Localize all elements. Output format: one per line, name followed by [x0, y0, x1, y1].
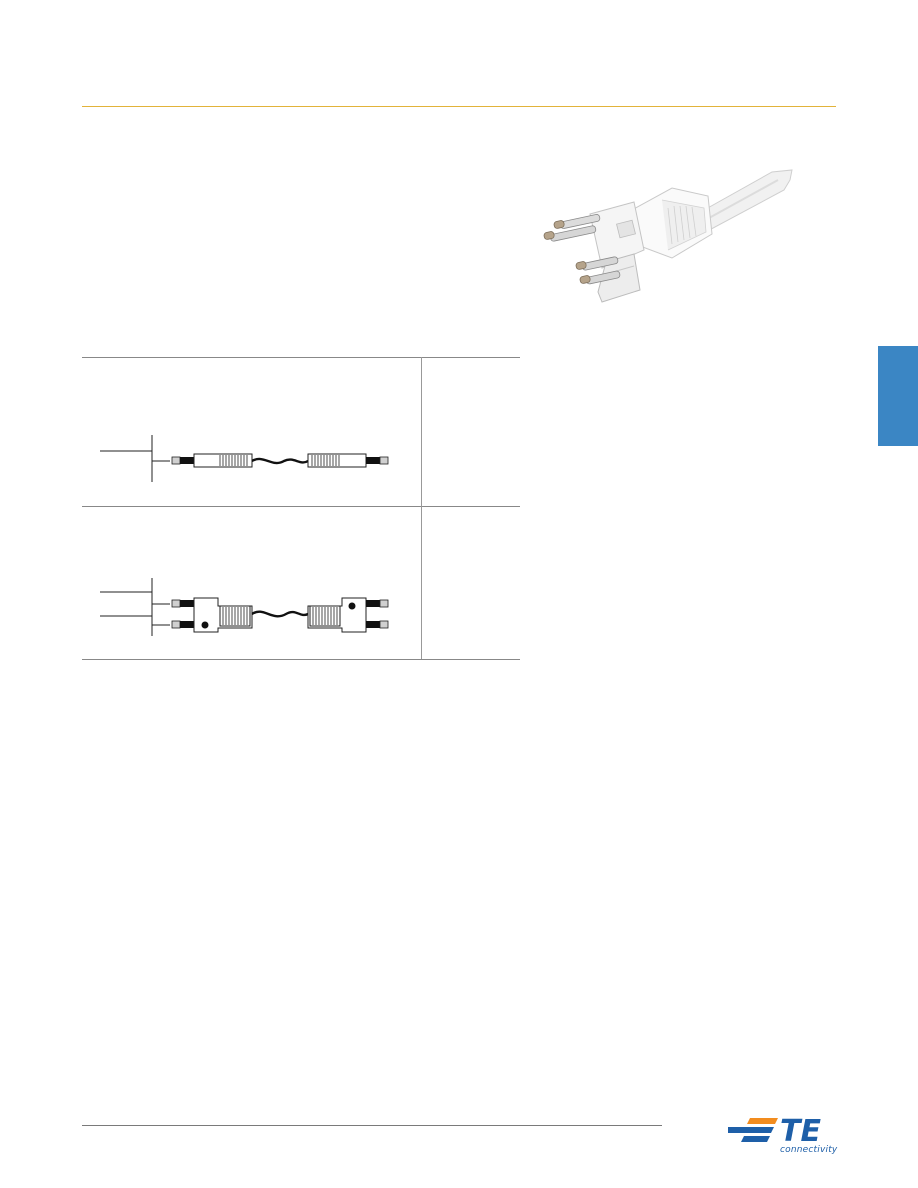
header-rule [82, 106, 836, 107]
simplex-patch-cord-diagram [100, 435, 389, 482]
logo-tagline: connectivity [780, 1145, 838, 1155]
table-top-rule [82, 357, 520, 358]
table-column-divider [421, 357, 422, 659]
footer-rule [82, 1125, 662, 1126]
connector-plug-photo [543, 169, 793, 303]
table-bottom-rule [82, 659, 520, 660]
table-middle-rule [82, 506, 520, 507]
section-tab [878, 346, 918, 446]
te-connectivity-logo: TE [728, 1114, 821, 1149]
logo-mark: TE [780, 1114, 821, 1149]
duplex-patch-cord-diagram [100, 578, 389, 636]
